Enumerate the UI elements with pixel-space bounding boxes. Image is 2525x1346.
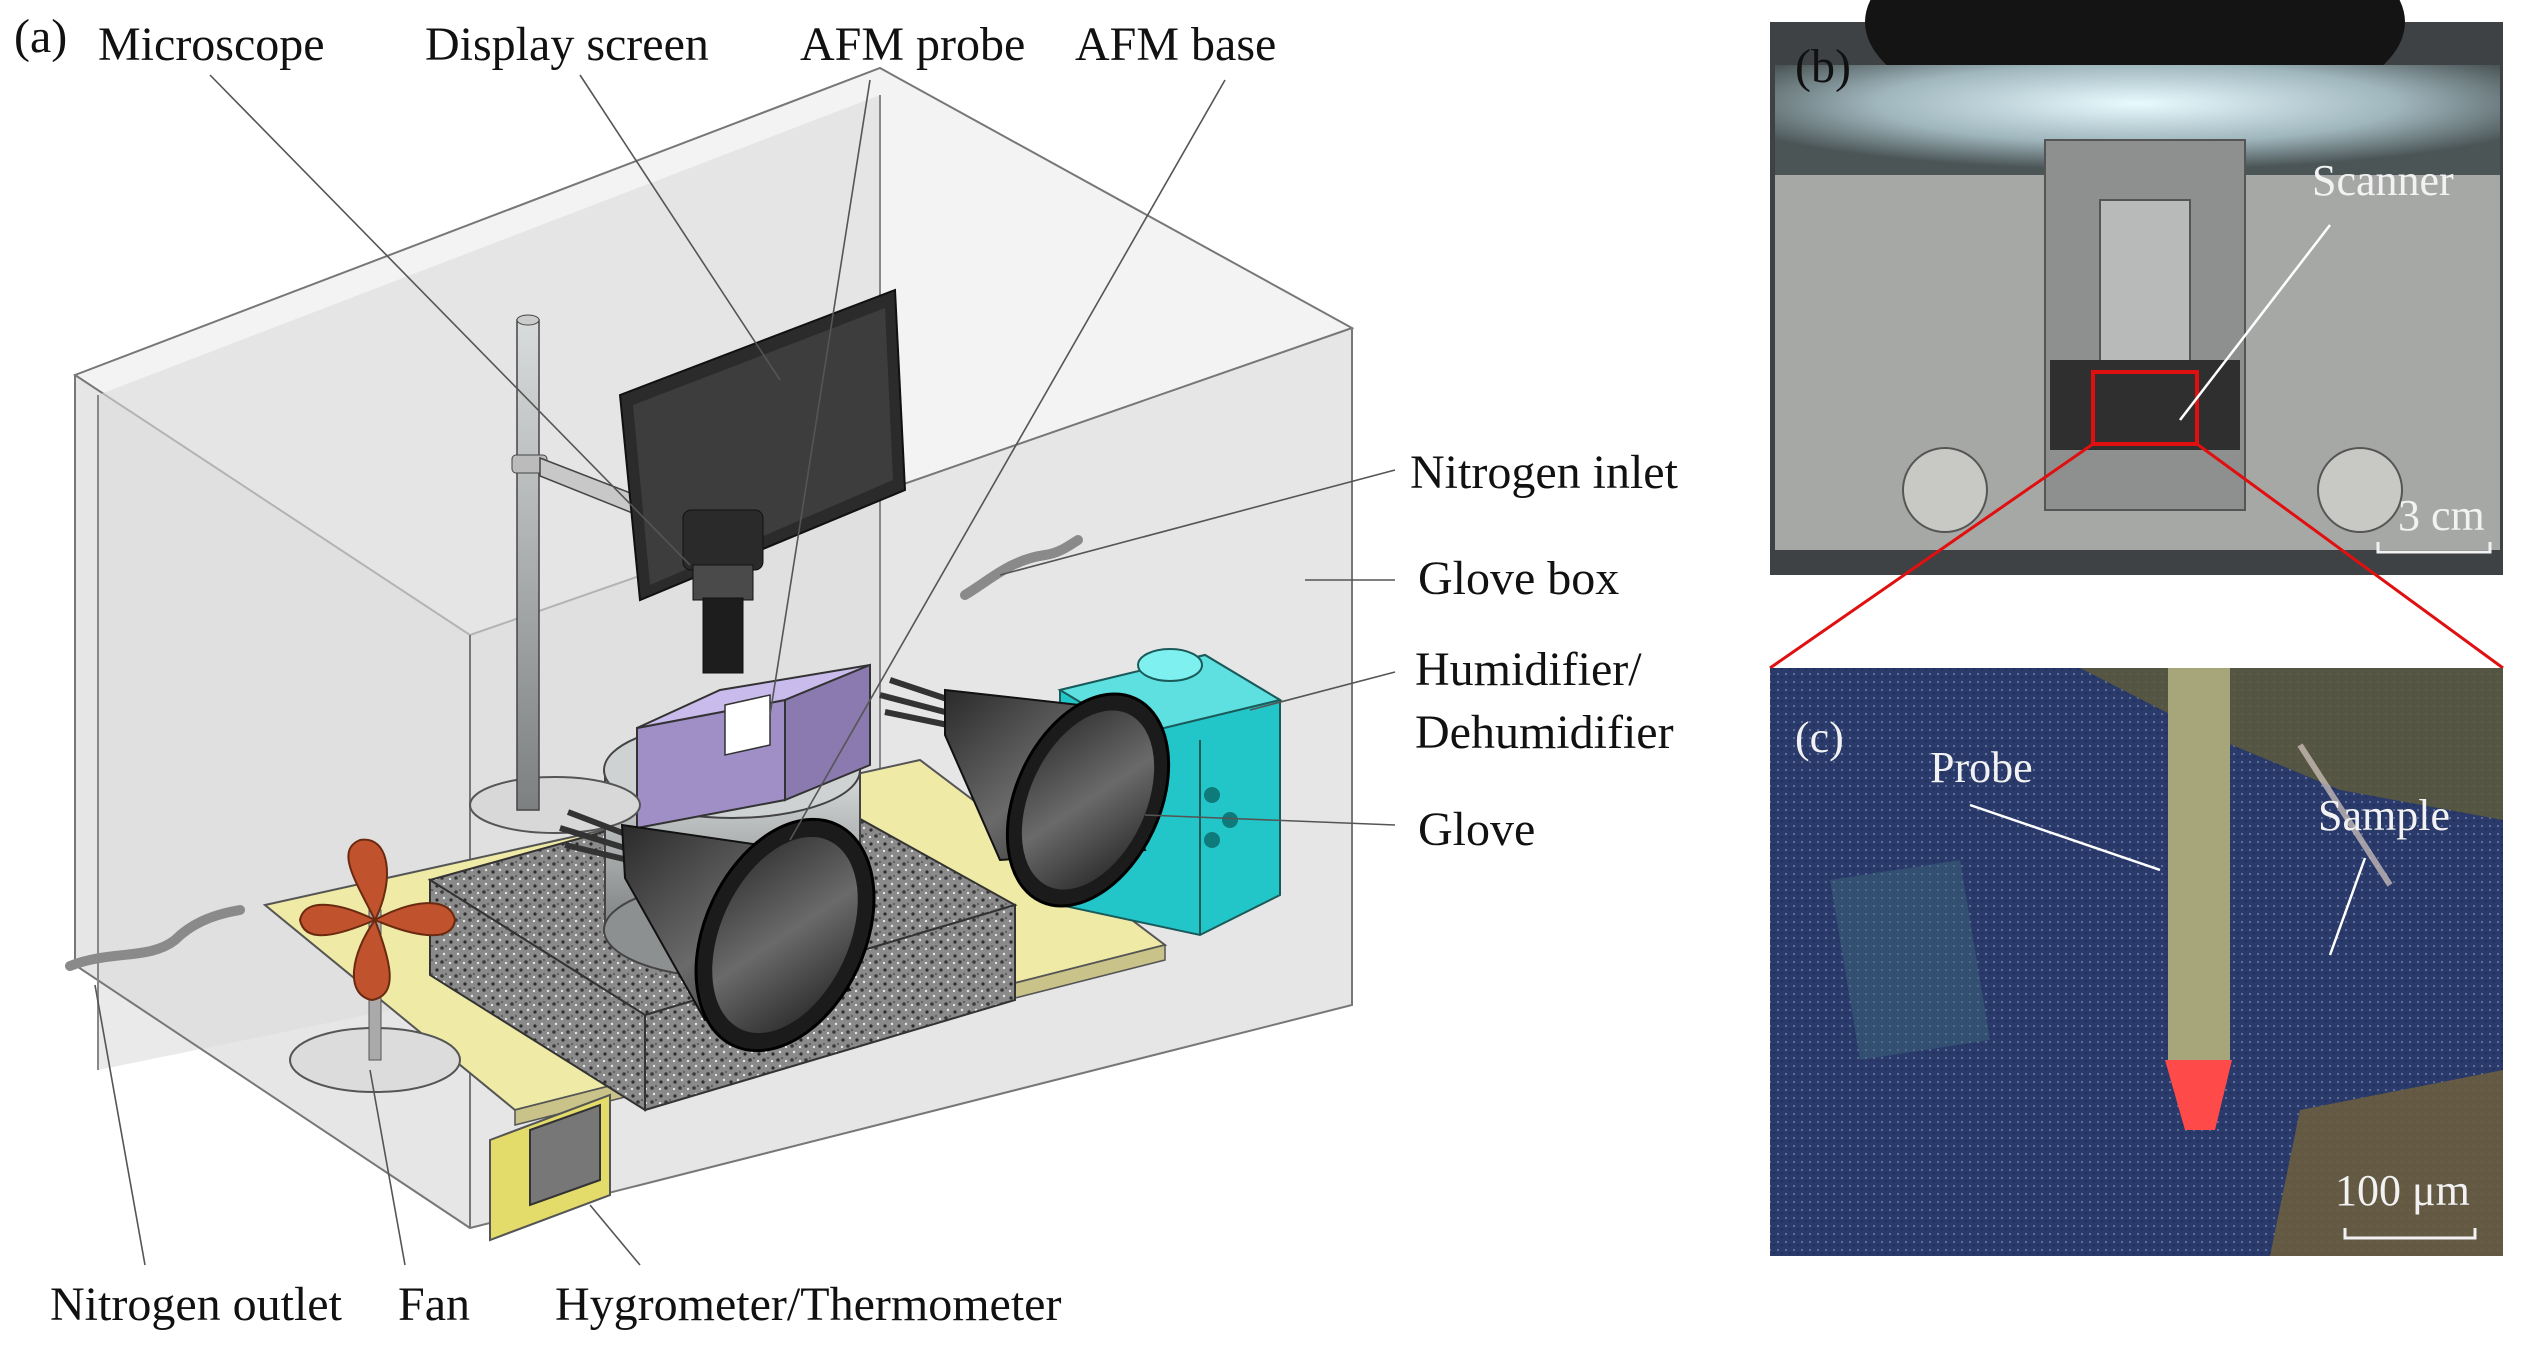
glove-right bbox=[879, 677, 1171, 908]
humidifier-hole-2 bbox=[1222, 812, 1238, 828]
zoom-line-right bbox=[2196, 442, 2504, 670]
microscope-head bbox=[682, 509, 764, 571]
afm-probe-side bbox=[784, 663, 871, 802]
fan-blade-1 bbox=[347, 838, 388, 923]
panel-a: (a) bbox=[14, 10, 1679, 1331]
label-nitrogen-outlet: Nitrogen outlet bbox=[50, 1278, 343, 1331]
panel-c-probe-cantilever bbox=[2168, 668, 2230, 1068]
microscope-body bbox=[692, 564, 754, 601]
panel-b-scanner-label: Scanner bbox=[2312, 156, 2454, 205]
fan-blade-4 bbox=[298, 903, 378, 937]
hygrometer bbox=[489, 1093, 611, 1242]
label-nitrogen-inlet: Nitrogen inlet bbox=[1410, 446, 1679, 499]
leader-humidifier bbox=[1249, 671, 1396, 711]
label-afm-probe: AFM probe bbox=[800, 18, 1025, 71]
glove-right-finger-3 bbox=[884, 709, 949, 728]
label-microscope: Microscope bbox=[98, 18, 325, 71]
panel-b-tag: (b) bbox=[1795, 40, 1851, 93]
microscope-objective bbox=[702, 597, 744, 674]
panel-c-probe-leader bbox=[1969, 803, 2161, 872]
fan bbox=[289, 838, 461, 1093]
panel-b-knob-left bbox=[1902, 447, 1988, 533]
label-hygrometer: Hygrometer/Thermometer bbox=[555, 1278, 1061, 1331]
panel-c-probe-label: Probe bbox=[1930, 743, 2033, 792]
panel-c-sample-leader bbox=[2328, 857, 2367, 956]
panel-b-scanner-head bbox=[2099, 199, 2191, 371]
leader-inlet bbox=[999, 469, 1396, 576]
zoom-line-left bbox=[1769, 442, 2094, 670]
fan-blade-2 bbox=[372, 902, 457, 937]
glove-left bbox=[559, 809, 876, 1053]
panel-c: (c) Probe Sample 100 μm bbox=[1770, 668, 2503, 1256]
fan-blade-3 bbox=[352, 917, 391, 1002]
hygrometer-display bbox=[529, 1103, 601, 1207]
leader-base bbox=[789, 79, 1226, 841]
nitrogen-inlet-tube bbox=[960, 535, 1083, 600]
humidifier-hole-3 bbox=[1204, 832, 1220, 848]
humidifier-cap bbox=[1137, 648, 1203, 682]
panel-c-tag: (c) bbox=[1795, 713, 1844, 762]
leader-hygrometer bbox=[589, 1204, 641, 1266]
glove-right-opening bbox=[1021, 710, 1155, 890]
label-humidifier-line1: Humidifier/ bbox=[1415, 643, 1642, 696]
panel-b-cavity bbox=[2050, 360, 2240, 450]
stand-base bbox=[469, 776, 641, 834]
glove-left-finger-3 bbox=[564, 842, 629, 863]
panel-c-patch bbox=[1830, 860, 1990, 1060]
glove-left-finger-1 bbox=[566, 809, 630, 838]
label-glove-box: Glove box bbox=[1418, 552, 1619, 605]
glove-right-finger-2 bbox=[879, 692, 946, 715]
glove-right-finger-1 bbox=[889, 677, 951, 703]
microscope bbox=[682, 509, 764, 674]
leader-probe bbox=[769, 79, 871, 716]
label-display-screen: Display screen bbox=[425, 18, 709, 71]
label-glove: Glove bbox=[1418, 803, 1535, 856]
microscope-stand bbox=[469, 314, 701, 834]
panel-b: (b) Scanner 3 cm bbox=[1770, 0, 2503, 575]
panel-a-tag: (a) bbox=[14, 10, 67, 63]
panel-b-zoom-box bbox=[2091, 370, 2199, 446]
label-humidifier-line2: Dehumidifier bbox=[1415, 706, 1674, 759]
panel-b-knob-right bbox=[2317, 447, 2403, 533]
afm-probe-notch bbox=[724, 694, 771, 756]
leader-outlet bbox=[94, 984, 146, 1266]
panel-c-scale-bar bbox=[2343, 1228, 2477, 1240]
panel-c-scale-label: 100 μm bbox=[2335, 1166, 2470, 1215]
afm-probe bbox=[636, 663, 871, 830]
leader-glove bbox=[1144, 814, 1396, 826]
humidifier-hole-1 bbox=[1204, 787, 1220, 803]
panel-b-scanner-leader bbox=[2179, 224, 2331, 421]
panel-b-scale-bar bbox=[2376, 542, 2492, 554]
panel-c-sample-edge bbox=[2297, 743, 2393, 887]
nitrogen-outlet-tube bbox=[65, 905, 245, 971]
label-afm-base: AFM base bbox=[1075, 18, 1276, 71]
leader-microscope bbox=[209, 74, 691, 566]
stand-pole-top bbox=[516, 314, 540, 326]
panel-b-scale-label: 3 cm bbox=[2398, 491, 2485, 540]
leader-display bbox=[579, 74, 781, 381]
panel-c-probe-tip bbox=[2165, 1060, 2232, 1130]
panel-c-flake-bottom bbox=[2270, 1070, 2503, 1256]
panel-c-sample-label: Sample bbox=[2318, 791, 2450, 840]
stand-pole bbox=[516, 319, 540, 811]
glove-left-finger-2 bbox=[559, 825, 626, 851]
label-fan: Fan bbox=[398, 1278, 470, 1331]
glove-left-opening bbox=[712, 836, 858, 1034]
leader-fan bbox=[369, 1069, 406, 1266]
